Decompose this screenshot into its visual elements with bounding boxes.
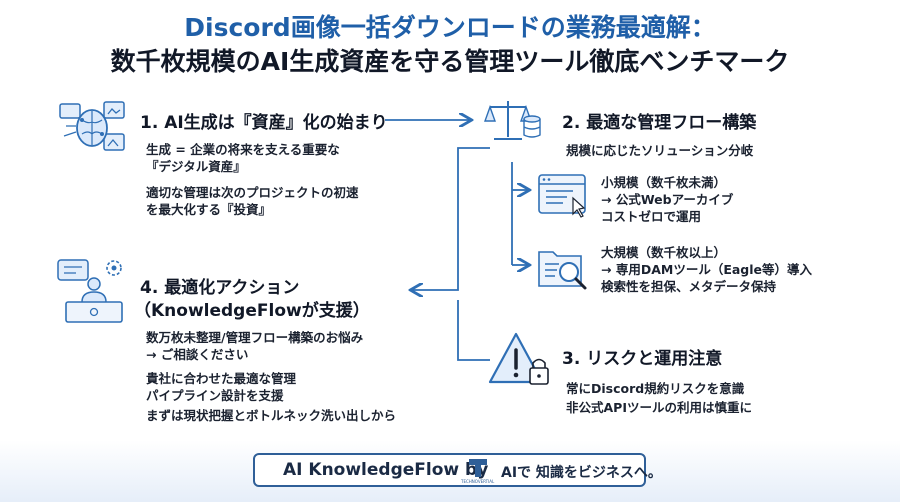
warning-lock-icon: [488, 332, 549, 385]
section-1-line-3: 適切な管理は次のプロジェクトの初速: [146, 185, 359, 200]
company-logo-icon: [469, 459, 487, 477]
section-3-line-2: 非公式APIツールの利用は慎重に: [566, 400, 752, 415]
large-scale-line-3: 検索性を担保、メタデータ保持: [601, 279, 777, 294]
section-4-line-2: → ご相談ください: [146, 347, 249, 362]
small-scale-line-2: → 公式Webアーカイブ: [601, 192, 734, 207]
section-4-line-4: パイプライン設計を支援: [146, 388, 284, 403]
section-2-subheading: 規模に応じたソリューション分岐: [566, 143, 754, 158]
footer-tagline: AIで 知識をビジネスへ。: [501, 465, 662, 481]
section-4-line-1: 数万枚未整理/管理フロー構築のお悩み: [146, 330, 364, 345]
ai-brain-icon: [59, 101, 125, 151]
small-scale-line-3: コストゼロで運用: [601, 209, 702, 224]
section-4-line-5: まずは現状把握とボトルネック洗い出しから: [146, 408, 397, 423]
search-folder-icon: [538, 251, 587, 290]
section-3-heading: 3. リスクと運用注意: [562, 349, 723, 369]
balance-scale-icon: [484, 101, 541, 140]
section-2-heading: 2. 最適な管理フロー構築: [562, 113, 757, 133]
loop-to-4: [412, 147, 490, 290]
web-browser-icon: [538, 174, 586, 218]
section-4-line-3: 貴社に合わせた最適な管理: [146, 371, 297, 386]
section-1-heading: 1. AI生成は『資産』化の始まり: [140, 113, 388, 133]
title-line-2: 数千枚規模のAI生成資産を守る管理ツール徹底ベンチマーク: [110, 47, 790, 76]
company-logo-text: TECHNOVERTIAL: [461, 479, 495, 484]
footer-brand: AI KnowledgeFlow by: [283, 460, 489, 480]
large-scale-line-2: → 専用DAMツール（Eagle等）導入: [601, 262, 812, 277]
section-4-heading: 4. 最適化アクション: [140, 278, 300, 298]
footer-banner: AI KnowledgeFlow by TECHNOVERTIAL AIで 知識…: [253, 453, 662, 487]
arrow-3-to-4: [457, 300, 490, 361]
large-scale-line-1: 大規模（数千枚以上）: [601, 245, 727, 260]
section-4-heading-2: （KnowledgeFlowが支援）: [134, 301, 370, 321]
section-3-line-1: 常にDiscord規約リスクを意識: [566, 381, 745, 396]
consultant-desk-icon: [57, 259, 123, 323]
title-line-1: Discord画像一括ダウンロードの業務最適解：: [184, 13, 716, 42]
small-scale-line-1: 小規模（数千枚未満）: [601, 175, 727, 190]
section-1-line-1: 生成 = 企業の将来を支える重要な: [146, 142, 340, 157]
section-1-line-2: 『デジタル資産』: [146, 159, 246, 174]
section-1-line-4: を最大化する『投資』: [146, 202, 272, 217]
